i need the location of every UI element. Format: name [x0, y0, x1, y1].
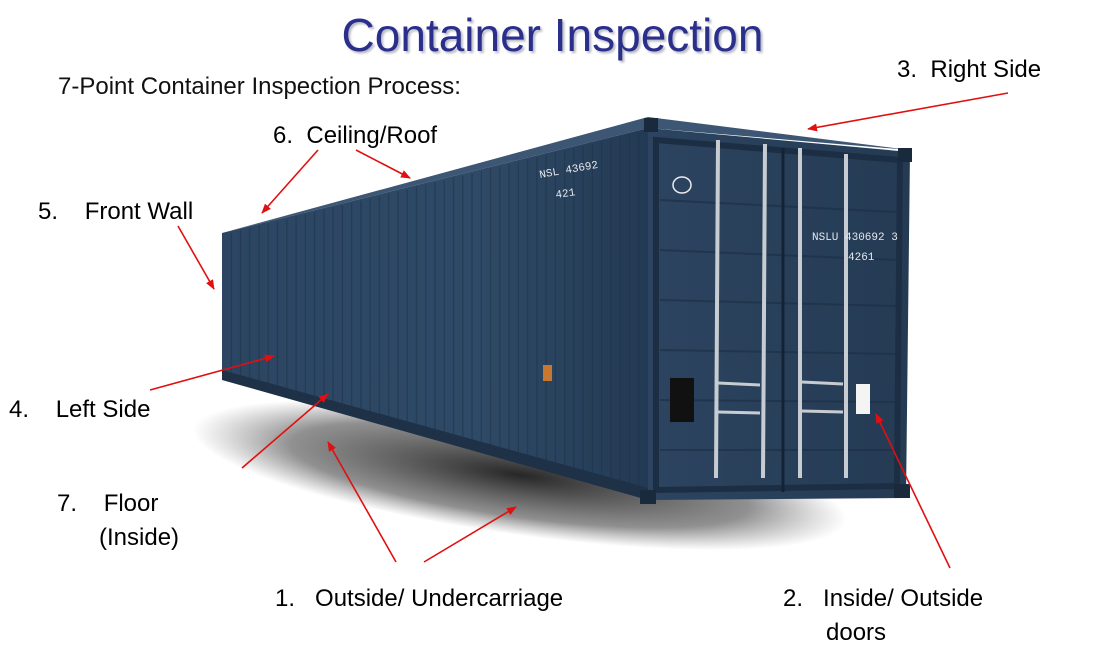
point-7-text: Floor	[103, 490, 159, 517]
container-door-end	[648, 128, 910, 500]
arrow-doors	[875, 413, 951, 569]
point-5-text: Front Wall	[84, 198, 194, 225]
side-orange-tag	[543, 365, 552, 381]
arrow-undercarriage-right	[423, 506, 517, 563]
arrow-left-side	[149, 354, 275, 391]
point-1-label: 1. Outside/ Undercarriage	[275, 585, 563, 613]
container-roof	[222, 117, 910, 233]
corner-castings	[640, 118, 912, 504]
point-4-number: 4.	[9, 396, 30, 423]
arrow-ceiling-right	[355, 149, 411, 179]
point-2-number: 2.	[783, 585, 804, 612]
door-emblem	[672, 176, 692, 194]
arrow-right-side	[807, 92, 1009, 132]
point-7-text-line2: (Inside)	[99, 524, 180, 551]
point-5-label: 5. Front Wall	[38, 198, 193, 226]
locking-bars	[714, 139, 848, 479]
door-ribs	[659, 199, 897, 451]
point-4-text: Left Side	[55, 396, 151, 423]
lock-handles	[717, 380, 844, 415]
subtitle: 7-Point Container Inspection Process:	[58, 73, 461, 100]
point-2-label: 2. Inside/ Outside	[783, 585, 983, 613]
side-sub: 421	[555, 187, 577, 202]
point-4-label: 4. Left Side	[9, 396, 150, 424]
point-6-number: 6.	[273, 122, 294, 149]
point-6-label: 6. Ceiling/Roof	[273, 122, 437, 150]
door-white-tag	[856, 384, 870, 414]
callout-arrows	[149, 92, 1009, 569]
page-title: Container Inspection	[341, 9, 764, 61]
door-code: NSLU 430692 3	[812, 232, 898, 244]
door-sub: 4261	[848, 252, 875, 264]
door-label-plate	[670, 378, 694, 422]
point-2-text: Inside/ Outside	[823, 585, 984, 612]
point-7-number: 7.	[57, 490, 78, 517]
arrow-front-wall	[177, 225, 215, 290]
point-3-text: Right Side	[930, 56, 1042, 83]
point-3-number: 3.	[897, 56, 918, 83]
point-7-label: 7. Floor	[57, 490, 158, 518]
point-2-text-line2: doors	[826, 619, 887, 646]
point-5-number: 5.	[38, 198, 59, 225]
point-6-text: Ceiling/Roof	[306, 122, 438, 149]
point-3-label: 3. Right Side	[897, 56, 1041, 84]
arrow-ceiling-left	[261, 149, 319, 214]
arrow-undercarriage-left	[327, 441, 397, 563]
point-1-text: Outside/ Undercarriage	[315, 585, 564, 612]
ground-shadow	[193, 399, 847, 551]
point-1-number: 1.	[275, 585, 296, 612]
arrow-floor	[241, 393, 329, 469]
